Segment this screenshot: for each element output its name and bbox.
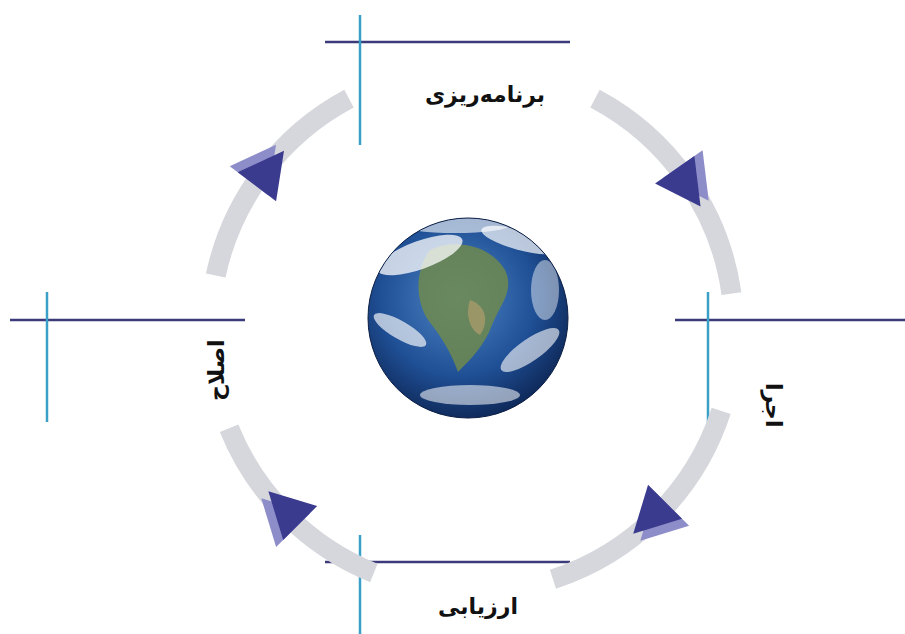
stage-name: ارزیابی: [438, 594, 518, 620]
arrow-head: [268, 491, 317, 540]
cycle-arrow: [553, 411, 721, 579]
earth-globe: [368, 217, 568, 418]
stage-label: اصلاح: [203, 333, 233, 406]
stage-label: اجرا: [757, 377, 787, 434]
arrow-head: [655, 156, 700, 207]
cycle-arrow: [595, 99, 731, 294]
stage-name: اصلاح: [205, 339, 231, 400]
stage-name: اجرا: [759, 383, 785, 428]
cycle-arrow: [216, 99, 349, 276]
stage-label: ارزیابی: [432, 592, 524, 622]
tick-marks: [10, 15, 905, 634]
cycle-arc: [229, 428, 374, 573]
arrow-head: [238, 151, 284, 201]
cycle-arc: [595, 99, 731, 294]
cycle-arc: [553, 411, 721, 579]
cycle-arc: [216, 99, 349, 276]
stage-label: برنامه‌ریزی: [419, 80, 551, 110]
arrow-head: [633, 485, 682, 534]
stage-name: برنامه‌ریزی: [425, 82, 545, 108]
cycle-arrow: [229, 428, 374, 573]
